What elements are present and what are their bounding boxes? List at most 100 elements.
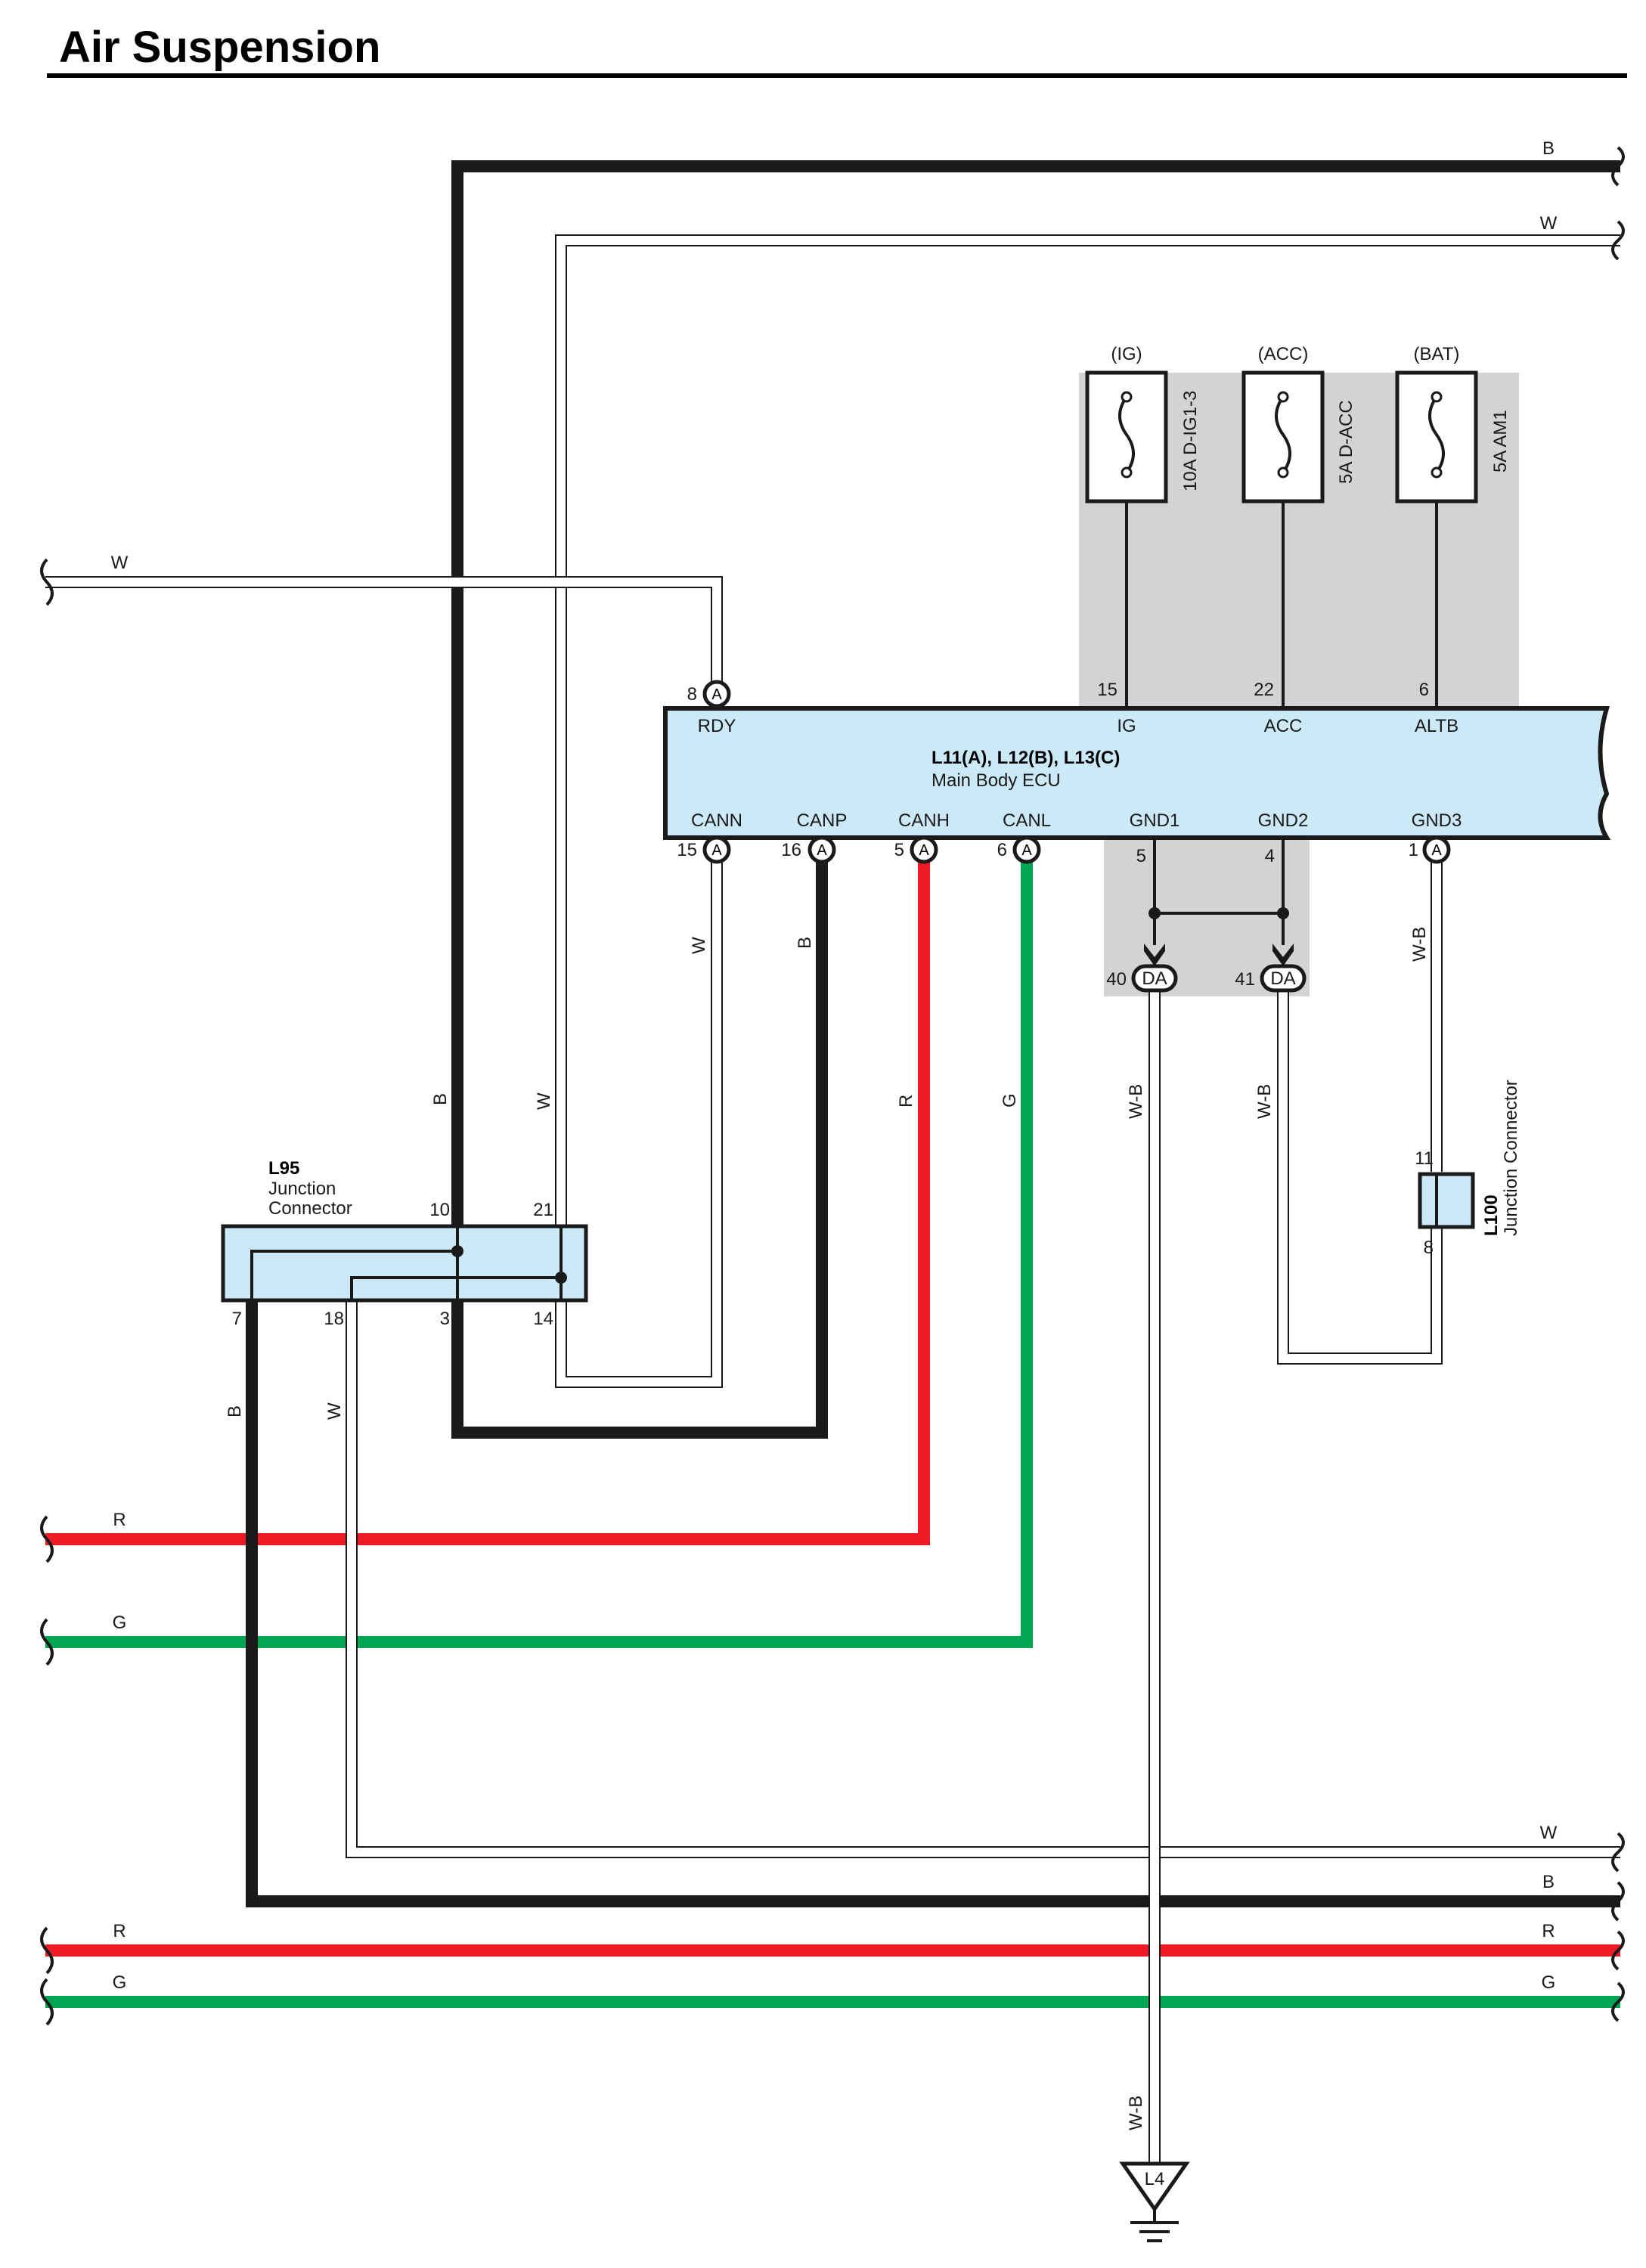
ecu-pin-rdy-num: 8 — [687, 684, 697, 705]
ecu-pin-altb-label: ALTB — [1415, 716, 1458, 736]
l100-pin-11: 11 — [1415, 1148, 1434, 1169]
ecu-pin-canh-conn: A — [919, 842, 929, 859]
ground-joint-da40-num: 40 — [1106, 969, 1127, 990]
wire-wb-l100 — [1277, 990, 1443, 1365]
wire-label-w: W — [1540, 1823, 1558, 1843]
ecu-pin-ig-label: IG — [1117, 716, 1136, 736]
wire-label-r: R — [113, 1510, 126, 1530]
ground-joint-da41-num: 41 — [1235, 969, 1255, 990]
l95-line1: Junction — [268, 1179, 336, 1199]
l95-pin-7: 7 — [232, 1309, 242, 1329]
ecu-pin-rdy-conn: A — [711, 686, 722, 703]
wire-label-b: B — [1542, 138, 1555, 159]
wire-label-w: W — [111, 553, 129, 573]
wire-g-canl — [45, 850, 1033, 1648]
wire-label-g: G — [1542, 1972, 1556, 1993]
fuse-bat — [1395, 370, 1478, 503]
wire-w-rdy — [45, 576, 723, 688]
fuse-rating-acc: 5A D-ACC — [1336, 400, 1356, 484]
ecu-pin-canp-num: 16 — [781, 840, 801, 860]
l95-pin-10: 10 — [429, 1200, 450, 1220]
wire-b-top — [451, 160, 1620, 1226]
l95-id: L95 — [268, 1158, 299, 1179]
ecu-pin-gnd3-label: GND3 — [1412, 810, 1462, 831]
fuse-rating-ig: 10A D-IG1-3 — [1180, 391, 1201, 491]
ecu-pin-canl-conn: A — [1021, 842, 1032, 859]
ecu-pin-gnd3-conn: A — [1431, 842, 1442, 859]
ecu-pin-rdy-label: RDY — [698, 716, 736, 736]
wire-label-g: G — [113, 1613, 127, 1633]
wire-label-wb: W-B — [1409, 927, 1430, 962]
l95-line2: Connector — [268, 1198, 352, 1219]
ecu-pin-canl-num: 6 — [997, 840, 1007, 860]
wire-label-w: W — [689, 937, 709, 954]
wire-label-b: B — [1542, 1872, 1555, 1892]
wire-breaks — [40, 146, 1625, 2026]
wire-color-labels: B W W R G W B R R G G B W W B R G W-B W-… — [111, 138, 1558, 2130]
fuse-ig — [1085, 370, 1168, 503]
wire-label-b: B — [225, 1405, 245, 1418]
ecu-pin-canh-num: 5 — [894, 840, 904, 860]
ecu-pin-ig-num: 15 — [1097, 680, 1117, 700]
ecu-pin-gnd1-num: 5 — [1136, 846, 1146, 866]
ecu-description: Main Body ECU — [931, 770, 1061, 791]
ground-joint-da40-conn: DA — [1142, 968, 1167, 989]
ecu-pin-canh-label: CANH — [898, 810, 950, 831]
wire-label-wb: W-B — [1126, 2096, 1146, 2130]
ecu-pin-cann-num: 15 — [677, 840, 697, 860]
fuse-acc — [1241, 370, 1325, 503]
ground-splice-dot — [1277, 907, 1289, 919]
ecu-pin-gnd1-label: GND1 — [1130, 810, 1180, 831]
l100-junction-connector — [1418, 1172, 1475, 1229]
ground-point-label: L4 — [1145, 2169, 1165, 2189]
ground-joint-da41-conn: DA — [1270, 968, 1295, 989]
fuse-source-bat: (BAT) — [1414, 344, 1460, 364]
l100-desc: Junction Connector — [1501, 1080, 1521, 1236]
ecu-pin-gnd2-num: 4 — [1265, 846, 1275, 866]
ecu-connector-ids: L11(A), L12(B), L13(C) — [931, 748, 1120, 768]
ecu-pin-canp-label: CANP — [797, 810, 848, 831]
wire-label-r: R — [113, 1921, 126, 1941]
l100-pin-8: 8 — [1424, 1238, 1434, 1258]
wire-label-r: R — [896, 1095, 916, 1108]
l95-pin-3: 3 — [440, 1309, 450, 1329]
wire-label-wb: W-B — [1254, 1084, 1275, 1119]
ecu-pin-cann-conn: A — [711, 842, 722, 859]
ecu-pin-gnd2-label: GND2 — [1258, 810, 1309, 831]
wire-w-bottom — [346, 1300, 1620, 1858]
ground-joint-da40: DA 40 — [1106, 943, 1178, 993]
l95-pin-21: 21 — [533, 1200, 553, 1220]
wires — [45, 160, 1620, 2164]
l100-id: L100 — [1481, 1194, 1502, 1236]
ecu-pin-canl-label: CANL — [1003, 810, 1051, 831]
ecu-pin-gnd3-num: 1 — [1409, 840, 1418, 860]
ecu-pin-acc-num: 22 — [1254, 680, 1274, 700]
wire-label-w: W — [324, 1402, 345, 1420]
ecu-pin-acc-label: ACC — [1264, 716, 1303, 736]
ground-splice-dot — [1148, 907, 1161, 919]
ecu-pin-markers: A A A A A A — [702, 680, 1451, 864]
fuse-source-acc: (ACC) — [1258, 344, 1309, 364]
wire-b-canp — [451, 850, 828, 1439]
wire-label-b: B — [795, 937, 815, 949]
wire-label-w: W — [534, 1092, 554, 1110]
wire-label-wb: W-B — [1126, 1084, 1146, 1119]
wire-label-b: B — [430, 1093, 451, 1105]
ecu-pin-altb-num: 6 — [1419, 680, 1429, 700]
page-title: Air Suspension — [59, 23, 380, 72]
l95-junction-connector — [221, 1224, 588, 1303]
wire-r-canh — [45, 850, 930, 1545]
fuse-source-ig: (IG) — [1111, 344, 1142, 364]
wire-b-bottom — [246, 1300, 1620, 1907]
wire-label-w: W — [1540, 213, 1558, 234]
ground-point-l4: L4 — [1119, 2161, 1190, 2242]
wire-label-g: G — [113, 1972, 127, 1993]
ecu-pin-canp-conn: A — [817, 842, 827, 859]
l95-pin-14: 14 — [533, 1309, 553, 1329]
wire-label-r: R — [1542, 1921, 1555, 1941]
ecu-pin-cann-label: CANN — [691, 810, 742, 831]
fuse-rating-bat: 5A AM1 — [1490, 410, 1511, 472]
l95-pin-18: 18 — [324, 1309, 344, 1329]
wire-label-g: G — [1000, 1093, 1020, 1108]
